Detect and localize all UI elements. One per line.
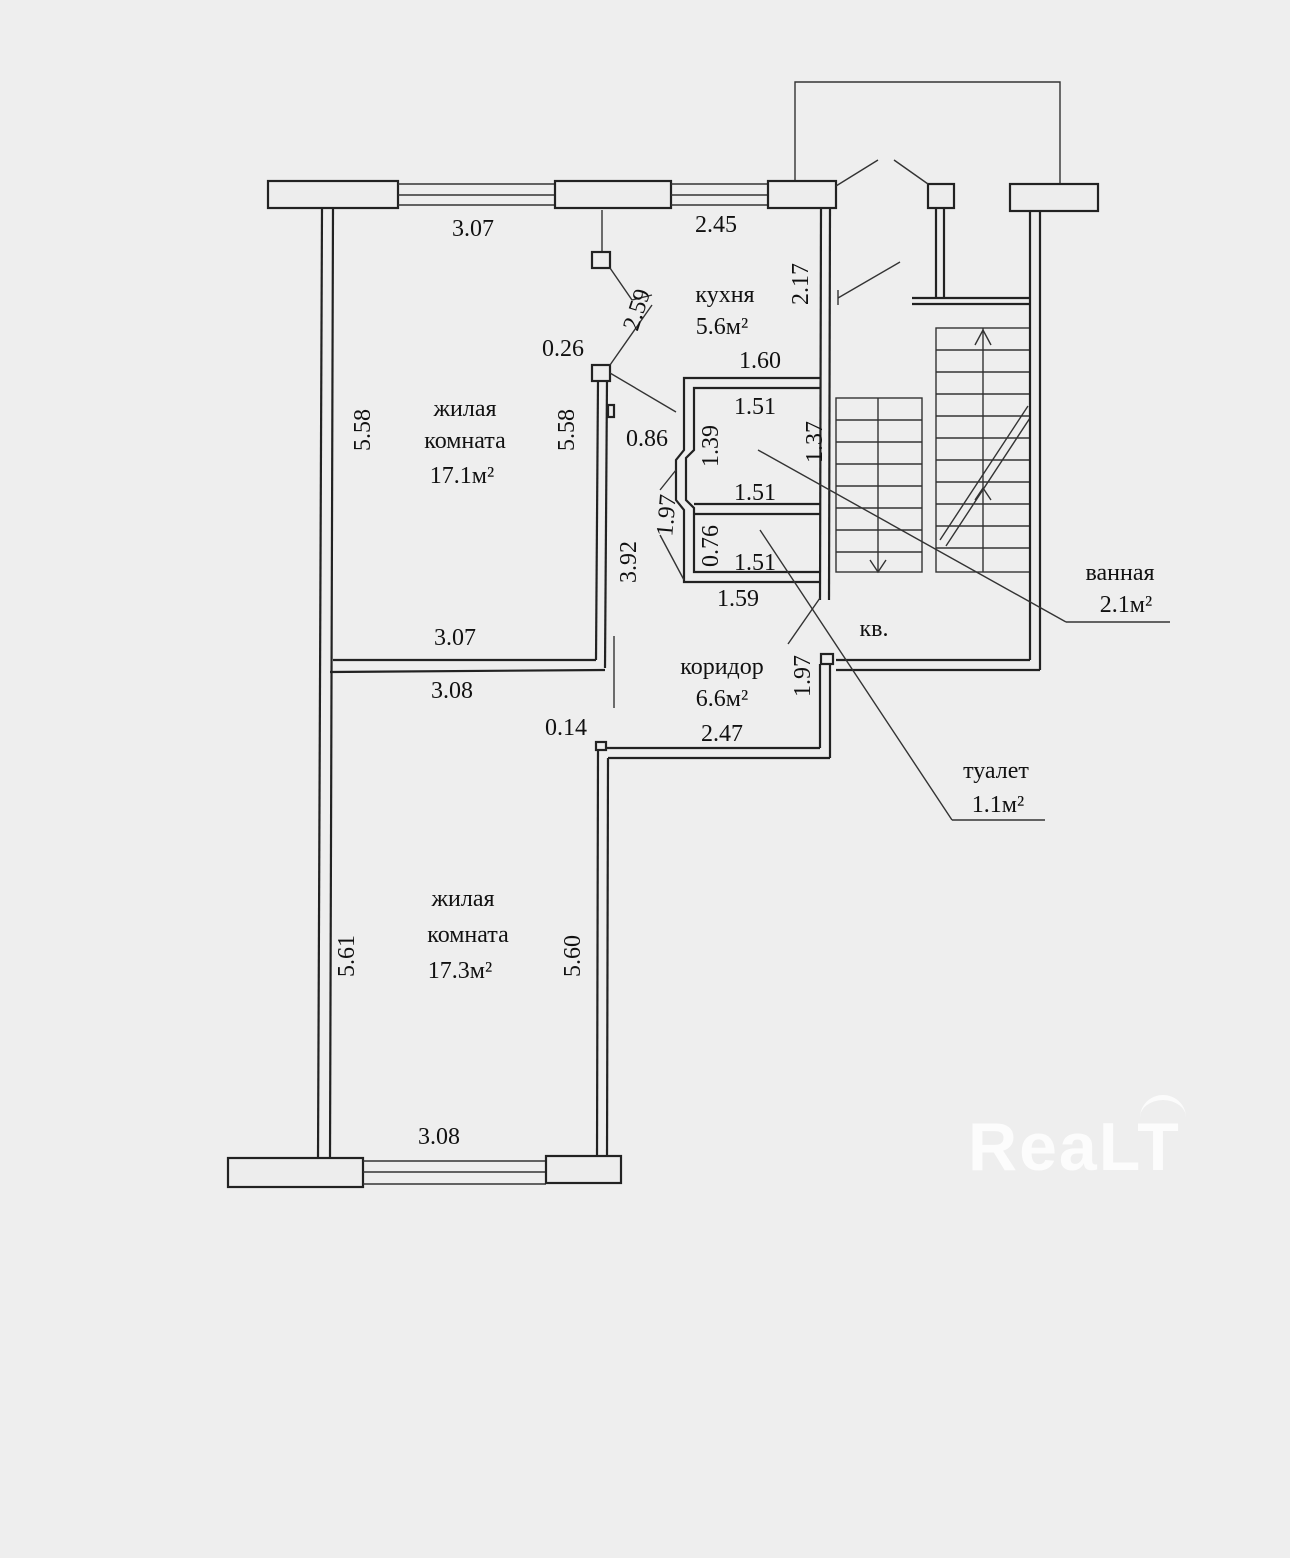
dim-living1-top: 3.07 [452, 216, 494, 242]
corridor-area: 6.6м² [696, 686, 748, 712]
dim-living1-left: 5.58 [350, 409, 376, 451]
toilet-name: туалет [963, 758, 1029, 784]
dim-corner-014: 0.14 [545, 715, 587, 741]
dim-living2-top: 3.08 [431, 678, 473, 704]
bottom-wall [226, 1154, 623, 1189]
stair-walls [836, 208, 1042, 672]
balcony-outline [794, 81, 1061, 185]
apartment-mark: кв. [860, 616, 889, 642]
corridor-walls [594, 652, 835, 760]
bathroom-area: 2.1м² [1100, 592, 1152, 618]
dim-kitchen-right: 2.17 [788, 263, 814, 305]
living2-name-line2: комната [427, 922, 509, 948]
dim-living2-bottom: 3.08 [418, 1124, 460, 1150]
dim-living1-bottom: 3.07 [434, 625, 476, 651]
partition-living1-kitchen [590, 210, 677, 669]
dim-living2-right: 5.60 [560, 935, 586, 977]
left-wall [316, 207, 335, 1159]
living1-name-line2: комната [424, 428, 506, 454]
leader-lines [757, 449, 1170, 821]
corridor-name: коридор [680, 654, 764, 680]
living2-right-wall [595, 749, 610, 1159]
partition-living1-living2 [329, 636, 615, 708]
dim-corridor-top: 1.59 [717, 586, 759, 612]
dim-toilet-side: 0.76 [698, 525, 724, 567]
dim-bath-inner-top: 1.51 [734, 394, 776, 420]
stairs [835, 327, 1031, 574]
dim-diag-197: 1.97 [652, 493, 682, 537]
top-wall [266, 159, 1100, 213]
dim-corridor-side: 3.92 [616, 541, 642, 583]
living1-area: 17.1м² [430, 463, 494, 489]
dim-living2-left: 5.61 [334, 935, 360, 977]
toilet-area: 1.1м² [972, 792, 1024, 818]
living2-name-line1: жилая [430, 886, 494, 912]
dim-toilet-top: 1.51 [734, 480, 776, 506]
dim-corridor-bottom: 2.47 [701, 721, 743, 747]
dimension-labels: 3.07 2.45 5.58 5.58 2.17 2.59 0.26 1.60 … [334, 212, 828, 1150]
dim-corridor-right: 1.97 [790, 655, 816, 697]
watermark-logo: ReaLT [968, 1109, 1181, 1185]
bath-toilet-block [659, 376, 821, 645]
bathroom-name: ванная [1085, 560, 1154, 586]
living2-area: 17.3м² [428, 958, 492, 984]
dim-kitchen-top: 2.45 [695, 212, 737, 238]
watermark-swoosh [1140, 1095, 1186, 1140]
dim-bath-top: 1.60 [739, 348, 781, 374]
kitchen-area: 5.6м² [696, 314, 748, 340]
dim-niche: 0.86 [626, 426, 668, 452]
kitchen-name: кухня [695, 282, 754, 308]
dim-toilet-bottom: 1.51 [734, 550, 776, 576]
dim-kitchen-corner: 0.26 [542, 336, 584, 362]
dim-bath-side: 1.39 [698, 425, 724, 467]
dim-kitchen-diag: 2.59 [618, 286, 656, 334]
kitchen-right-wall [818, 207, 901, 601]
dim-bath-side2: 1.37 [802, 421, 828, 463]
room-labels: жилая комната 17.1м² кухня 5.6м² коридор… [424, 282, 1154, 984]
living1-name-line1: жилая [432, 396, 496, 422]
dim-living1-right: 5.58 [554, 409, 580, 451]
